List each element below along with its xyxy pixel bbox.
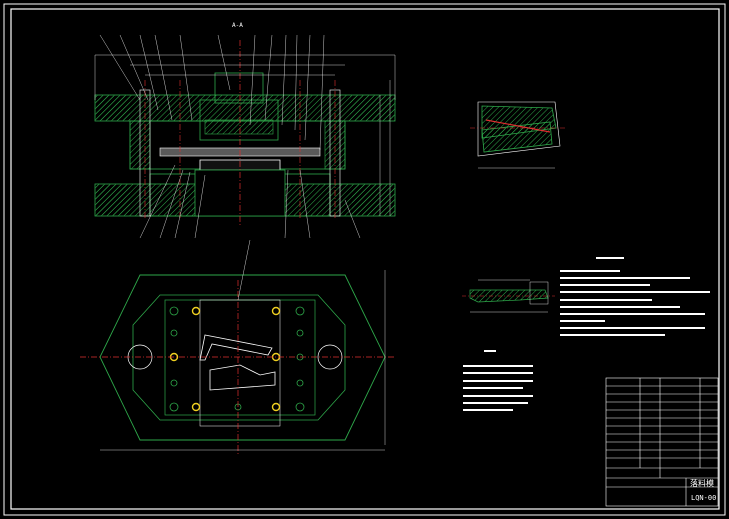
blank-part-upper (199, 334, 273, 361)
inner-frame (10, 8, 720, 510)
drawing-code: LQN-00 (691, 494, 717, 502)
part-detail-view (470, 101, 565, 169)
blank-part-lower (209, 364, 276, 391)
outer-frame (3, 3, 726, 516)
drawing-name: 落料模 (690, 479, 714, 488)
plan-view (80, 239, 395, 455)
section-label: A-A (232, 22, 243, 29)
technical-requirements (463, 257, 710, 411)
shank (214, 72, 264, 104)
bolt-holes (169, 306, 281, 412)
title-block (605, 377, 719, 507)
part-profile-view (462, 279, 555, 313)
section-view (94, 34, 396, 239)
